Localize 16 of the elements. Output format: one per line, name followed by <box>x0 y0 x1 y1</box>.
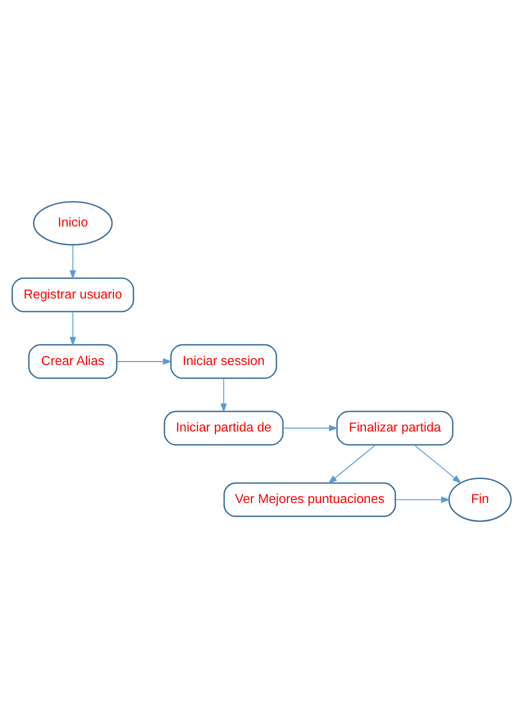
arrow <box>282 424 338 431</box>
arrow <box>70 244 76 280</box>
arrow <box>220 377 227 412</box>
node-ellipse: Inicio <box>32 200 113 245</box>
node-box: Registrar usuario <box>12 277 134 312</box>
arrow <box>70 310 76 346</box>
arrow <box>414 444 462 484</box>
node-box: Crear Alias <box>28 344 118 378</box>
node-box: Ver Mejores puntuaciones <box>223 482 396 517</box>
arrow <box>395 496 450 502</box>
node-box: Iniciar session <box>170 344 278 378</box>
node-ellipse: Fin <box>448 477 512 522</box>
node-box: Iniciar partida de <box>164 410 284 445</box>
arrow <box>328 444 376 484</box>
arrow <box>116 358 172 364</box>
node-box: Finalizar partida <box>336 410 454 445</box>
